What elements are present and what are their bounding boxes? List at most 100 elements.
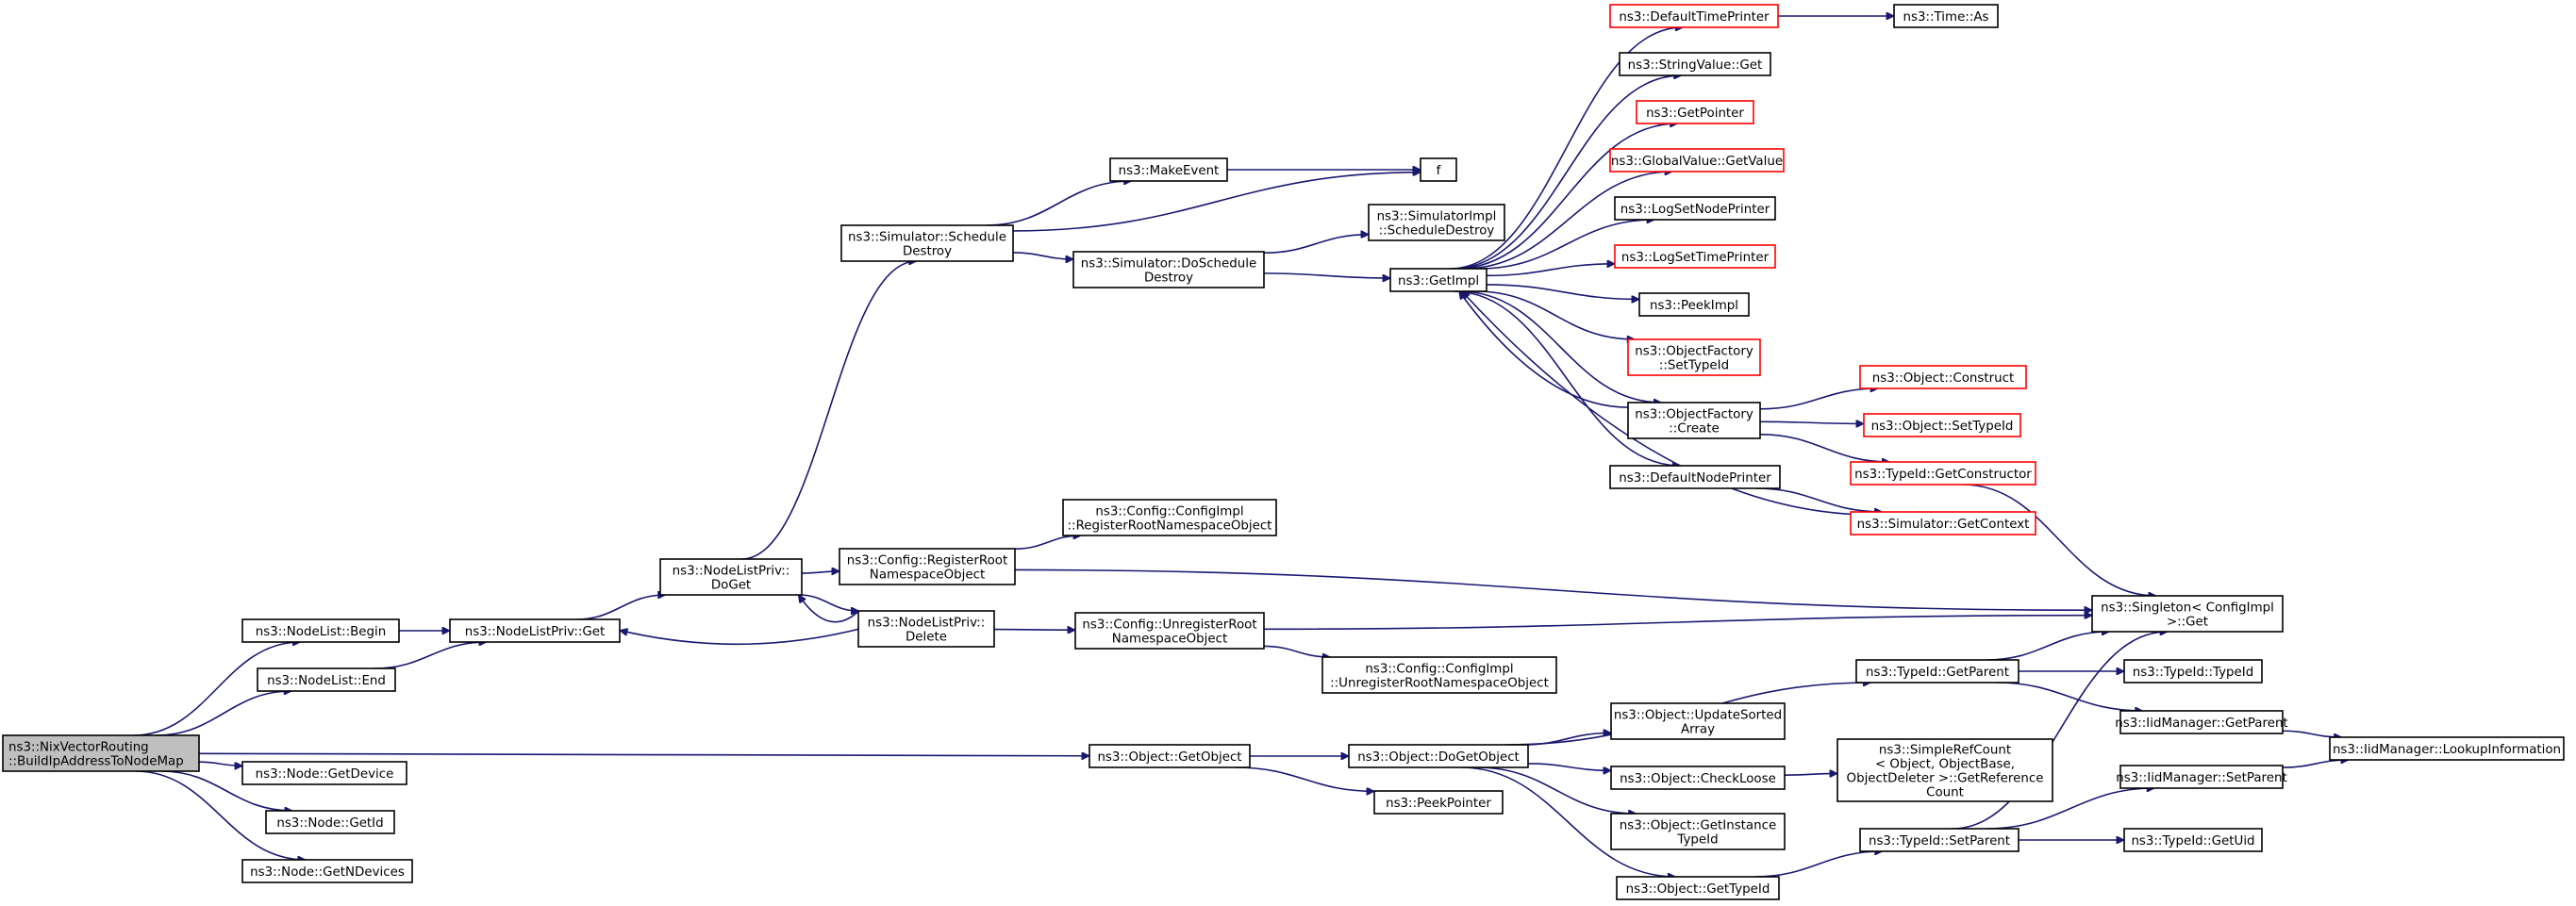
node-box[interactable] [1609, 148, 1785, 173]
node-box[interactable] [265, 810, 395, 834]
node-box[interactable] [1836, 738, 2053, 802]
node-box[interactable] [1609, 4, 1779, 28]
node-nodelistpriv_doget[interactable]: ns3::NodeListPriv::DoGet [659, 558, 803, 596]
node-sim_getcontext[interactable]: ns3::Simulator::GetContext [1850, 511, 2036, 535]
node-simimpl_scheduledestroy[interactable]: ns3::SimulatorImpl::ScheduleDestroy [1368, 204, 1505, 241]
node-box[interactable] [1859, 365, 2027, 389]
node-box[interactable] [1420, 157, 1457, 182]
node-singleton_get[interactable]: ns3::Singleton< ConfigImpl >::Get [2091, 595, 2284, 633]
node-configimpl_unregister[interactable]: ns3::Config::ConfigImpl::UnregisterRootN… [1321, 656, 1557, 694]
node-box[interactable] [2091, 595, 2284, 633]
node-object_settypeid[interactable]: ns3::Object::SetTypeId [1863, 413, 2021, 437]
node-box[interactable] [1614, 196, 1776, 221]
node-typeid_getconstructor[interactable]: ns3::TypeId::GetConstructor [1850, 461, 2036, 486]
node-node_getdevice[interactable]: ns3::Node::GetDevice [241, 761, 407, 785]
node-config_registerroot[interactable]: ns3::Config::RegisterRootNamespaceObject [839, 548, 1016, 585]
node-typeid_setparent[interactable]: ns3::TypeId::SetParent [1859, 828, 2019, 852]
node-box[interactable] [2119, 710, 2284, 734]
node-box[interactable] [241, 618, 400, 643]
node-box[interactable] [1627, 402, 1761, 439]
node-typeid_getparent[interactable]: ns3::TypeId::GetParent [1855, 659, 2019, 684]
node-box[interactable] [840, 224, 1014, 262]
node-typeid_getuid[interactable]: ns3::TypeId::GetUid [2123, 828, 2263, 852]
node-box[interactable] [857, 610, 995, 648]
node-object_checkloose[interactable]: ns3::Object::CheckLoose [1610, 766, 1786, 790]
node-box[interactable] [1850, 511, 2036, 535]
node-box[interactable] [1893, 4, 1999, 28]
node-logsetnodeprinter[interactable]: ns3::LogSetNodePrinter [1614, 196, 1776, 221]
node-config_unregisterroot[interactable]: ns3::Config::UnregisterRootNamespaceObje… [1074, 612, 1265, 650]
node-box[interactable] [1321, 656, 1557, 694]
node-box[interactable] [1368, 204, 1505, 241]
node-iidmanager_lookupinformation[interactable]: ns3::IidManager::LookupInformation [2329, 736, 2565, 761]
node-box[interactable] [1850, 461, 2036, 486]
node-defaultnodeprinter[interactable]: ns3::DefaultNodePrinter [1609, 465, 1781, 489]
node-simplerefcount_getreferencecount[interactable]: ns3::SimpleRefCount< Object, ObjectBase,… [1836, 738, 2053, 802]
node-box[interactable] [1609, 465, 1781, 489]
node-nodelistpriv_get[interactable]: ns3::NodeListPriv::Get [449, 618, 621, 643]
node-objectfactory_create[interactable]: ns3::ObjectFactory::Create [1627, 402, 1761, 439]
node-box[interactable] [1348, 744, 1529, 768]
node-sim_scheduledestroy[interactable]: ns3::Simulator::ScheduleDestroy [840, 224, 1014, 262]
node-box[interactable] [1074, 612, 1265, 650]
node-getpointer[interactable]: ns3::GetPointer [1636, 100, 1754, 124]
node-root[interactable]: ns3::NixVectorRouting::BuildIpAddressToN… [2, 734, 200, 772]
node-defaulttimeprinter[interactable]: ns3::DefaultTimePrinter [1609, 4, 1779, 28]
node-box[interactable] [241, 859, 413, 883]
node-object_construct[interactable]: ns3::Object::Construct [1859, 365, 2027, 389]
node-box[interactable] [1389, 268, 1487, 292]
node-globalvalue_getvalue[interactable]: ns3::GlobalValue::GetValue [1609, 148, 1785, 173]
node-configimpl_register[interactable]: ns3::Config::ConfigImpl::RegisterRootNam… [1062, 499, 1277, 536]
node-box[interactable] [1072, 251, 1265, 288]
node-objectfactory_settypeid[interactable]: ns3::ObjectFactory::SetTypeId [1627, 338, 1761, 376]
node-box[interactable] [1610, 702, 1786, 740]
node-logsettimeprinter[interactable]: ns3::LogSetTimePrinter [1614, 244, 1776, 269]
node-box[interactable] [1062, 499, 1277, 536]
node-box[interactable] [257, 667, 396, 692]
node-box[interactable] [2, 734, 200, 772]
node-box[interactable] [1627, 338, 1761, 376]
node-box[interactable] [1636, 100, 1754, 124]
node-object_getobject[interactable]: ns3::Object::GetObject [1089, 744, 1251, 768]
node-makeevent[interactable]: ns3::MakeEvent [1109, 157, 1228, 182]
node-box[interactable] [1614, 244, 1776, 269]
node-node_getid[interactable]: ns3::Node::GetId [265, 810, 395, 834]
node-box[interactable] [1863, 413, 2021, 437]
node-iidmanager_getparent[interactable]: ns3::IidManager::GetParent [2115, 710, 2288, 734]
node-box[interactable] [1109, 157, 1228, 182]
node-box[interactable] [1089, 744, 1251, 768]
node-stringvalue_get[interactable]: ns3::StringValue::Get [1619, 52, 1771, 76]
node-box[interactable] [839, 548, 1016, 585]
node-box[interactable] [449, 618, 621, 643]
node-nodelist_begin[interactable]: ns3::NodeList::Begin [241, 618, 400, 643]
node-typeid_typeid[interactable]: ns3::TypeId::TypeId [2123, 659, 2263, 684]
node-box[interactable] [2123, 659, 2263, 684]
node-peekimpl[interactable]: ns3::PeekImpl [1638, 292, 1750, 317]
node-box[interactable] [1610, 766, 1786, 790]
node-box[interactable] [1373, 790, 1504, 815]
node-box[interactable] [1610, 813, 1786, 850]
node-box[interactable] [1616, 876, 1780, 900]
node-getimpl[interactable]: ns3::GetImpl [1389, 268, 1487, 292]
node-f[interactable]: f [1420, 157, 1457, 182]
node-box[interactable] [1619, 52, 1771, 76]
node-time_as[interactable]: ns3::Time::As [1893, 4, 1999, 28]
node-box[interactable] [241, 761, 407, 785]
node-box[interactable] [659, 558, 803, 596]
node-box[interactable] [1638, 292, 1750, 317]
node-peekpointer[interactable]: ns3::PeekPointer [1373, 790, 1504, 815]
node-node_getndevices[interactable]: ns3::Node::GetNDevices [241, 859, 413, 883]
node-box[interactable] [1855, 659, 2019, 684]
node-object_dogetobject[interactable]: ns3::Object::DoGetObject [1348, 744, 1529, 768]
node-box[interactable] [2329, 736, 2565, 761]
node-nodelist_end[interactable]: ns3::NodeList::End [257, 667, 396, 692]
node-box[interactable] [2119, 765, 2284, 789]
node-object_gettypeid[interactable]: ns3::Object::GetTypeId [1616, 876, 1780, 900]
node-box[interactable] [2123, 828, 2263, 852]
node-box[interactable] [1859, 828, 2019, 852]
node-nodelistpriv_delete[interactable]: ns3::NodeListPriv::Delete [857, 610, 995, 648]
node-iidmanager_setparent[interactable]: ns3::IidManager::SetParent [2116, 765, 2287, 789]
